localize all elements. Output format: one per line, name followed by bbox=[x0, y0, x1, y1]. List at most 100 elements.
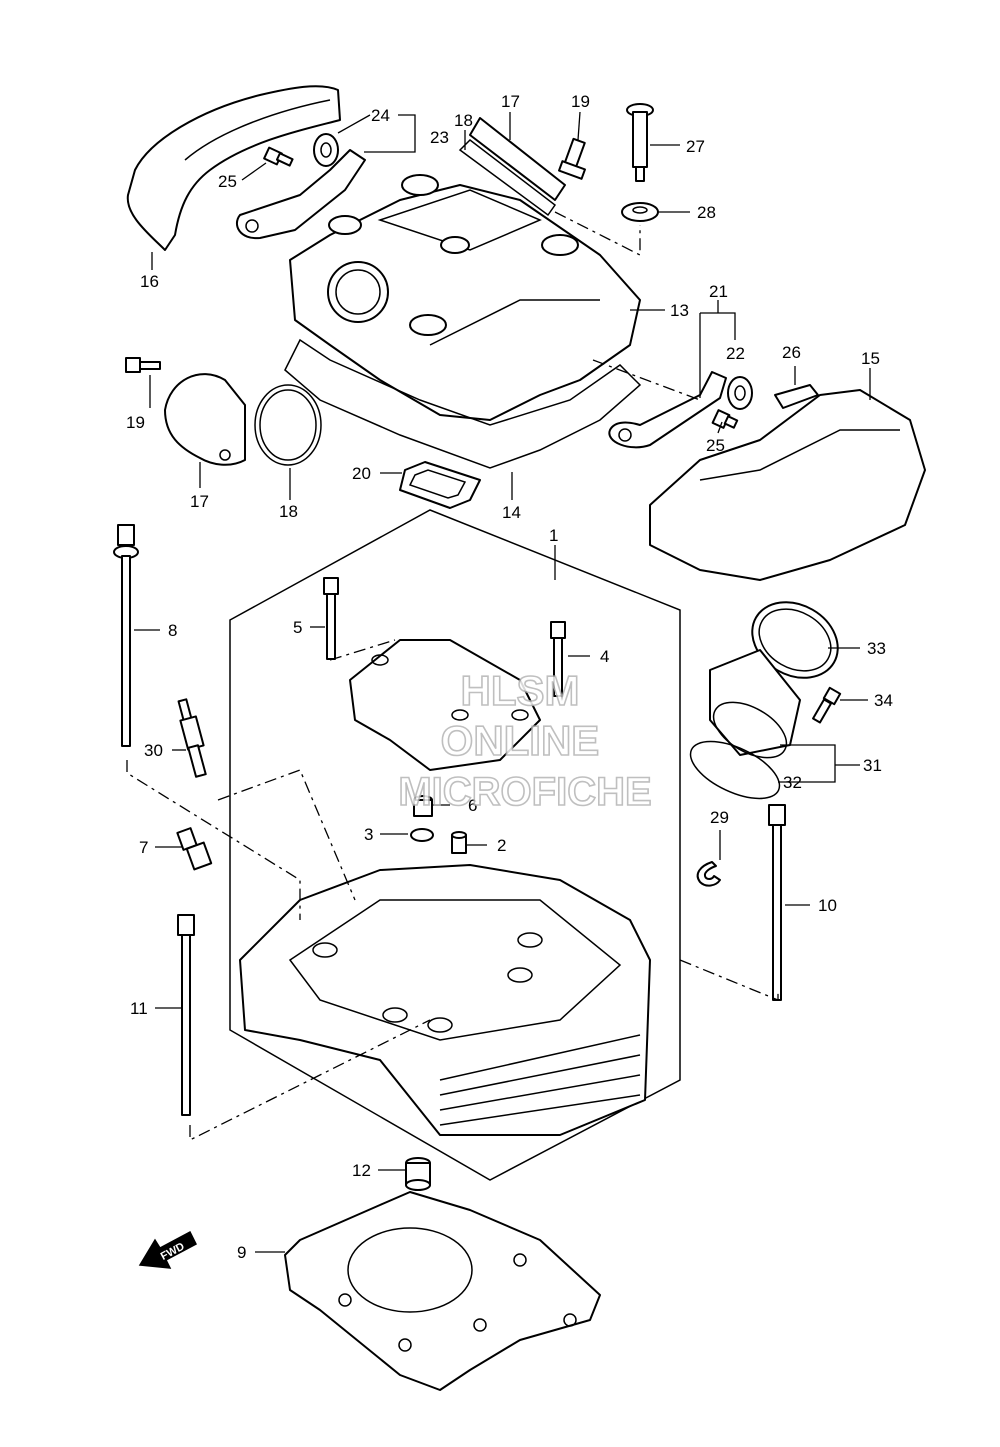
head-cover-13-panel bbox=[377, 189, 542, 251]
head-bolt-hole-c bbox=[382, 1007, 408, 1023]
head-gasket-9 bbox=[284, 1191, 601, 1391]
spark-plug-30 bbox=[177, 698, 207, 778]
o-ring-32 bbox=[689, 740, 781, 800]
callout-26: 26 bbox=[782, 343, 801, 362]
callout-31: 31 bbox=[863, 756, 882, 775]
o-ring-18-left bbox=[254, 384, 322, 466]
screw-34 bbox=[812, 686, 842, 724]
callout-14: 14 bbox=[502, 503, 521, 522]
callout-4: 4 bbox=[600, 647, 609, 666]
port-cap-17-upper bbox=[469, 117, 566, 201]
port-cap-17-left bbox=[164, 373, 246, 466]
cover-15 bbox=[649, 389, 926, 581]
callout-25-left: 25 bbox=[218, 172, 237, 191]
callout-18-upper: 18 bbox=[454, 111, 473, 130]
callout-16: 16 bbox=[140, 272, 159, 291]
o-ring-3 bbox=[410, 828, 434, 842]
callout-18-lower: 18 bbox=[279, 502, 298, 521]
callout-11: 11 bbox=[130, 999, 148, 1018]
gasket-hole-d bbox=[513, 1253, 527, 1267]
callout-7: 7 bbox=[139, 838, 148, 857]
callout-23: 23 bbox=[430, 128, 449, 147]
bolt-11 bbox=[177, 914, 195, 1116]
callout-30: 30 bbox=[144, 741, 163, 760]
callout-1: 1 bbox=[549, 526, 558, 545]
head-cover-13-port bbox=[327, 261, 389, 323]
callout-29: 29 bbox=[710, 808, 729, 827]
cam-holder-block bbox=[349, 639, 541, 771]
collar-27 bbox=[626, 103, 654, 182]
head-gasket-9-bore bbox=[347, 1227, 473, 1313]
gasket-hole-e bbox=[563, 1313, 577, 1327]
watermark: HLSM ONLINE MICROFICHE bbox=[398, 666, 653, 815]
callout-3: 3 bbox=[364, 825, 373, 844]
callout-12: 12 bbox=[352, 1161, 371, 1180]
dowel-2 bbox=[451, 831, 467, 854]
cylinder-head-1-fin-1 bbox=[439, 1034, 641, 1081]
callout-19-lower: 19 bbox=[126, 413, 145, 432]
cover-grommet-e bbox=[440, 236, 470, 254]
cylinder-head-1-deck bbox=[288, 899, 622, 1041]
damper-24-bore bbox=[320, 142, 332, 158]
gasket-hole-c bbox=[338, 1293, 352, 1307]
port-cap-17-left-hole bbox=[219, 449, 231, 461]
callout-34: 34 bbox=[874, 691, 893, 710]
callout-20: 20 bbox=[352, 464, 371, 483]
head-bolt-hole-e bbox=[507, 967, 533, 983]
head-bolt-hole-d bbox=[427, 1017, 453, 1033]
cylinder-head-1-fin-2 bbox=[439, 1054, 641, 1096]
cover-grommet-a bbox=[401, 174, 439, 196]
pad-26 bbox=[774, 384, 819, 409]
bracket-21 bbox=[608, 371, 727, 449]
callout-17-lower: 17 bbox=[190, 492, 209, 511]
callout-labels: 1 2 3 4 5 6 7 8 9 10 11 12 13 14 15 16 1… bbox=[126, 92, 893, 1262]
damper-22 bbox=[727, 376, 753, 410]
cam-holder-hole-b bbox=[451, 709, 469, 721]
bolt-25-left bbox=[263, 146, 294, 167]
watermark-line-3: MICROFICHE bbox=[398, 770, 651, 814]
bolt-10 bbox=[768, 804, 786, 1001]
callout-15: 15 bbox=[861, 349, 880, 368]
callout-9: 9 bbox=[237, 1243, 246, 1262]
dowel-12 bbox=[405, 1157, 431, 1191]
cover-grommet-d bbox=[409, 314, 447, 336]
callout-25-right: 25 bbox=[706, 436, 725, 455]
bolt-19-left bbox=[125, 357, 161, 373]
callout-24: 24 bbox=[371, 106, 390, 125]
head-bolt-hole-a bbox=[312, 942, 338, 958]
callout-22: 22 bbox=[726, 344, 745, 363]
callout-27: 27 bbox=[686, 137, 705, 156]
cam-holder-hole-a bbox=[371, 654, 389, 666]
o-ring-18-upper bbox=[458, 139, 557, 217]
cover-grommet-b bbox=[328, 215, 362, 235]
damper-22-bore bbox=[734, 385, 746, 401]
damper-24 bbox=[313, 133, 339, 167]
bracket-23-hole bbox=[245, 219, 259, 233]
gasket-hole-a bbox=[398, 1338, 412, 1352]
side-cover-16 bbox=[126, 85, 341, 251]
callout-19-upper: 19 bbox=[571, 92, 590, 111]
bolt-5 bbox=[323, 577, 339, 660]
bracket-21-hole bbox=[618, 428, 632, 442]
assembly-frame bbox=[229, 509, 681, 1181]
bolt-25-right bbox=[711, 409, 739, 429]
o-ring-18-left-inner bbox=[259, 389, 317, 461]
cam-holder-hole-c bbox=[511, 709, 529, 721]
head-cover-gasket-14 bbox=[284, 338, 642, 469]
watermark-line-2: ONLINE bbox=[441, 717, 600, 764]
gasket-hole-b bbox=[473, 1318, 487, 1332]
callout-5: 5 bbox=[293, 618, 302, 637]
head-cover-13-port-inner bbox=[335, 269, 381, 315]
bolt-8 bbox=[113, 524, 139, 747]
callout-8: 8 bbox=[168, 621, 177, 640]
sleeve-6 bbox=[413, 795, 433, 817]
washer-28 bbox=[621, 202, 659, 222]
side-cover-16-ridge bbox=[184, 99, 331, 161]
valve-guide-7 bbox=[176, 827, 213, 871]
cylinder-head-1 bbox=[239, 864, 651, 1136]
callout-17-upper: 17 bbox=[501, 92, 520, 111]
cover-grommet-c bbox=[541, 234, 579, 256]
gasket-20-inner bbox=[408, 469, 467, 499]
bolt-19-upper bbox=[558, 137, 586, 180]
